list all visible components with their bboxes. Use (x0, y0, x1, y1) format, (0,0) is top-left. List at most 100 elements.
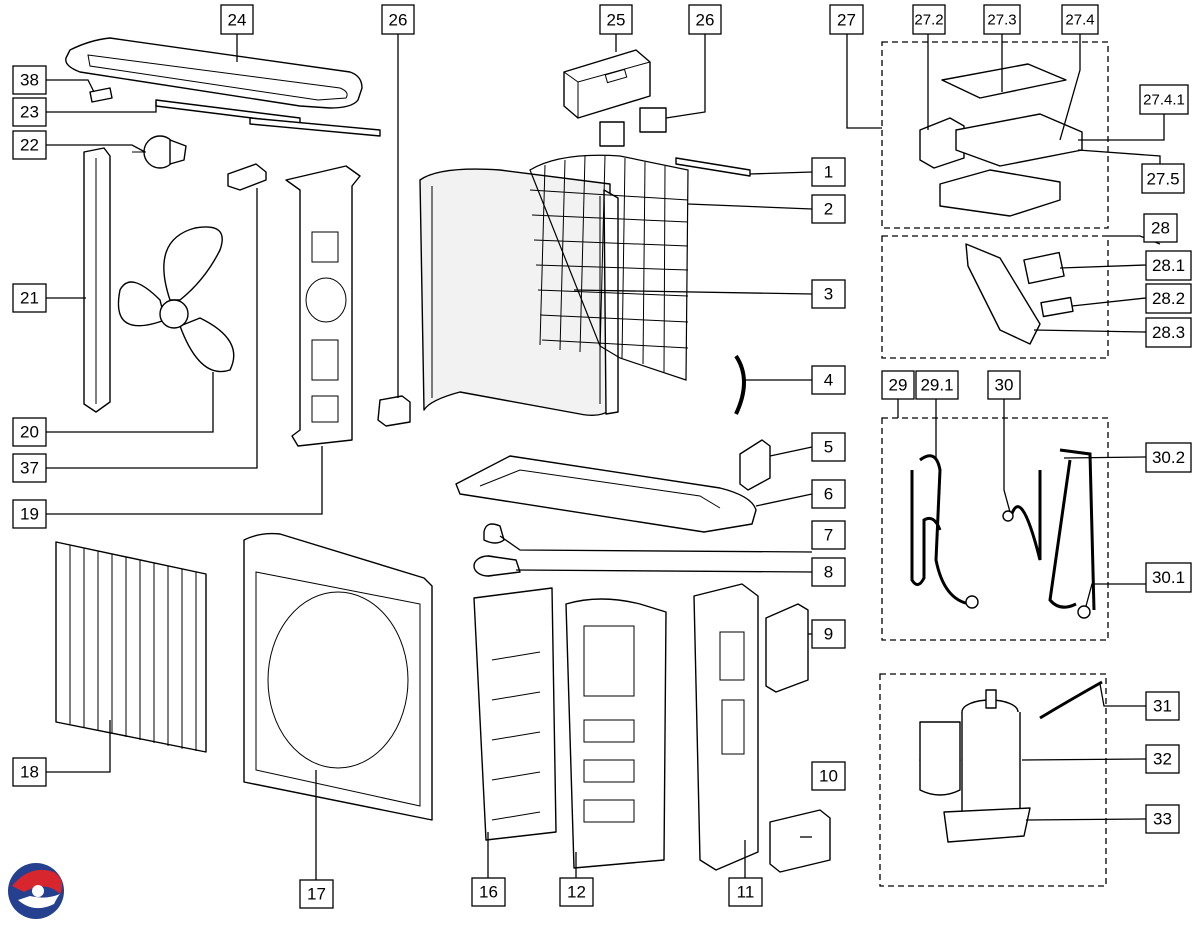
callout-18: 18 (12, 757, 47, 787)
svg-text:20: 20 (20, 423, 39, 442)
svg-text:29.1: 29.1 (920, 376, 953, 395)
svg-text:28.1: 28.1 (1152, 256, 1185, 275)
part-small-block (377, 395, 411, 427)
svg-text:4: 4 (824, 371, 833, 390)
svg-text:26: 26 (696, 11, 715, 30)
part-bottom-bracket (769, 809, 831, 873)
part-capacitor (473, 555, 521, 577)
svg-text:31: 31 (1153, 697, 1172, 716)
kit-box-27 (881, 41, 1109, 229)
svg-text:22: 22 (20, 136, 39, 155)
callout-1: 1 (811, 157, 846, 187)
part-side-panel (693, 583, 759, 871)
callout-30-2: 30.2 (1145, 442, 1192, 473)
callout-33: 33 (1145, 804, 1180, 834)
svg-text:12: 12 (567, 883, 586, 902)
part-side-rail (83, 147, 111, 413)
callout-28-3: 28.3 (1145, 317, 1192, 348)
svg-text:30.1: 30.1 (1152, 568, 1185, 587)
callout-5: 5 (811, 432, 846, 462)
callout-19: 19 (12, 499, 47, 529)
part-front-panel-right (565, 598, 667, 869)
callout-27-2: 27.2 (912, 4, 946, 35)
callout-4: 4 (811, 365, 846, 395)
svg-text:33: 33 (1153, 810, 1172, 829)
callout-27-4-1: 27.4.1 (1139, 84, 1189, 115)
svg-text:37: 37 (20, 459, 39, 478)
part-bracket (227, 163, 267, 191)
callout-27-5: 27.5 (1141, 163, 1185, 194)
callout-8: 8 (811, 557, 846, 587)
callout-28: 28 (1143, 213, 1178, 243)
callout-3: 3 (811, 279, 846, 309)
svg-text:3: 3 (824, 285, 833, 304)
svg-text:24: 24 (228, 11, 247, 30)
part-front-frame (243, 532, 433, 821)
swirl-logo-icon (8, 863, 64, 919)
callout-28-1: 28.1 (1145, 250, 1192, 281)
svg-text:8: 8 (824, 563, 833, 582)
svg-text:27.5: 27.5 (1146, 170, 1179, 189)
kit-box-28 (881, 235, 1109, 359)
callout-29: 29 (881, 370, 915, 400)
callout-11: 11 (728, 877, 763, 907)
part-transformers (599, 107, 667, 147)
svg-text:21: 21 (20, 289, 39, 308)
callout-6: 6 (811, 479, 846, 509)
svg-text:25: 25 (607, 11, 626, 30)
svg-text:27: 27 (837, 11, 856, 30)
callout-26-right: 26 (688, 4, 722, 35)
callout-26-left: 26 (381, 4, 415, 35)
callout-38: 38 (12, 65, 47, 95)
part-clamp (483, 523, 505, 544)
callout-7: 7 (811, 520, 846, 550)
svg-text:30.2: 30.2 (1152, 448, 1185, 467)
part-piping (910, 448, 1096, 619)
svg-text:16: 16 (479, 883, 498, 902)
svg-text:26: 26 (389, 11, 408, 30)
part-grille-mesh (55, 541, 207, 753)
callout-30-1: 30.1 (1145, 562, 1192, 593)
leader-lines (46, 34, 1165, 880)
callout-30: 30 (987, 370, 1021, 400)
svg-text:1: 1 (824, 163, 833, 182)
callout-17: 17 (299, 879, 334, 909)
part-terminal-kit (965, 243, 1074, 345)
part-grid-guard (529, 154, 689, 381)
svg-text:19: 19 (20, 505, 39, 524)
svg-text:23: 23 (20, 103, 39, 122)
callout-24: 24 (220, 4, 254, 35)
part-clip (89, 87, 113, 103)
svg-text:7: 7 (824, 526, 833, 545)
part-small-plate (739, 439, 771, 491)
callout-23: 23 (12, 97, 47, 127)
kit-box-29-30 (881, 417, 1109, 641)
callout-10: 10 (811, 761, 846, 791)
svg-text:2: 2 (824, 200, 833, 219)
svg-text:32: 32 (1153, 750, 1172, 769)
part-condenser-coil (419, 168, 619, 417)
callout-20: 20 (12, 417, 47, 447)
part-sensor-rod (675, 157, 751, 177)
part-compressor (919, 680, 1103, 843)
part-motor-support (285, 165, 361, 447)
callout-37: 37 (12, 453, 47, 483)
part-tube (734, 354, 746, 415)
svg-text:11: 11 (737, 883, 755, 902)
svg-text:28: 28 (1151, 219, 1170, 238)
part-fan-motor (132, 135, 187, 169)
svg-text:29: 29 (889, 376, 908, 395)
callout-31: 31 (1145, 691, 1180, 721)
callout-12: 12 (559, 877, 594, 907)
svg-text:28.3: 28.3 (1152, 323, 1185, 342)
svg-text:27.4.1: 27.4.1 (1143, 92, 1185, 109)
part-fan-blade (117, 226, 235, 373)
part-top-cover (65, 37, 363, 109)
part-pcb-plate (765, 603, 809, 693)
callout-27: 27 (829, 4, 864, 35)
svg-text:30: 30 (995, 376, 1014, 395)
callout-2: 2 (811, 194, 846, 224)
callout-29-1: 29.1 (915, 370, 959, 400)
callout-32: 32 (1145, 744, 1180, 774)
